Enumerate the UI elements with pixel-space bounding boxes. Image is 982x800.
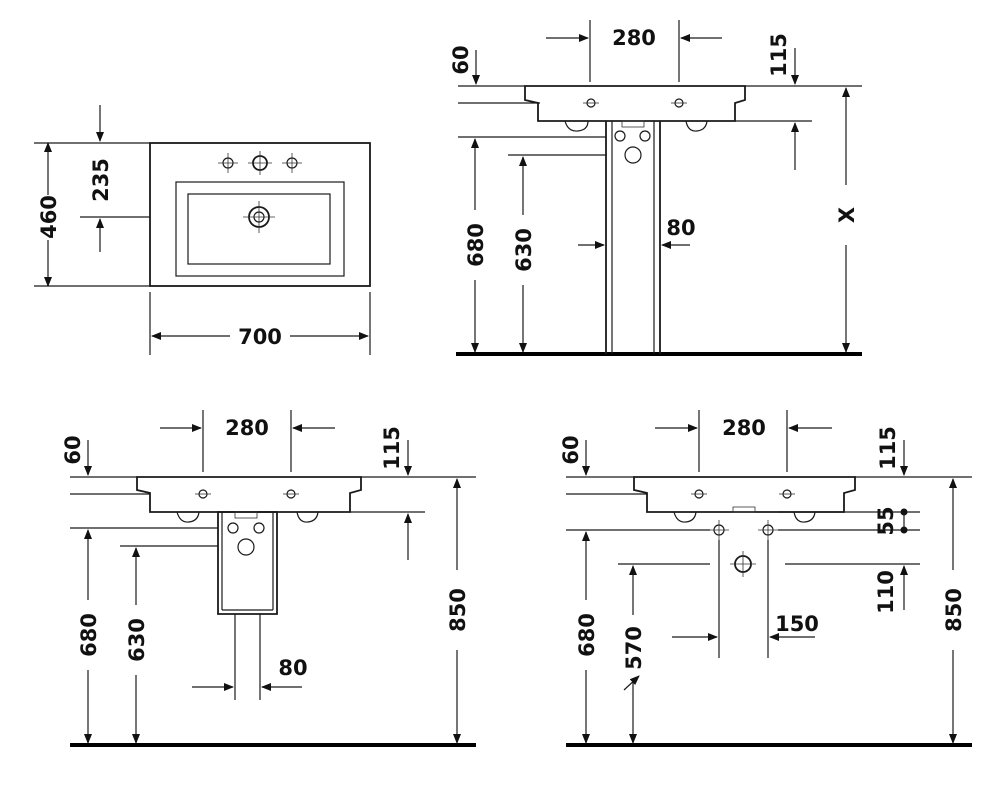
- br-spacing-150-label: 150: [775, 612, 819, 636]
- bowl-inner: [187, 193, 331, 265]
- bl-tap-depth-label: 115: [380, 426, 404, 470]
- br-height-680-label: 680: [575, 613, 599, 657]
- tap-hole-right: [282, 153, 302, 173]
- tap-mark-left: [691, 489, 707, 499]
- br-tap-spacing-label: 280: [722, 416, 766, 440]
- br-rim-height-label: 60: [559, 435, 583, 464]
- bl-height-630-label: 630: [125, 618, 149, 662]
- connection-holes: [227, 511, 265, 556]
- bl-tap-spacing-label: 280: [225, 416, 269, 440]
- waste-connection: [730, 551, 756, 577]
- br-tap-depth-label: 115: [876, 426, 900, 470]
- elevation-with-trap-cover: 280 60 115 680 630 80 850: [61, 410, 476, 747]
- tap-mark-left: [583, 98, 599, 108]
- tr-tap-depth-label: 115: [767, 33, 791, 77]
- bl-trap-width-label: 80: [278, 656, 307, 680]
- trap-cover: [217, 511, 278, 615]
- basin-outline: [149, 142, 371, 287]
- tap-mark-right: [779, 489, 795, 499]
- supply-connection-left: [709, 520, 729, 540]
- plan-view: 460 235 700: [34, 105, 371, 355]
- plan-width-label: 700: [238, 325, 282, 349]
- tap-mark-right: [283, 489, 299, 499]
- bl-height-680-label: 680: [77, 613, 101, 657]
- bl-total-height-label: 850: [446, 588, 470, 632]
- bl-rim-height-label: 60: [61, 435, 85, 464]
- drain-hole: [243, 201, 275, 233]
- tr-variable-height-label: X: [835, 207, 859, 223]
- tr-rim-height-label: 60: [449, 45, 473, 74]
- tr-height-680-label: 680: [464, 223, 488, 267]
- tr-tap-spacing-label: 280: [612, 26, 656, 50]
- plan-tap-offset-label: 235: [89, 158, 113, 202]
- plan-depth-label: 460: [37, 195, 61, 239]
- connection-holes: [614, 120, 651, 164]
- br-offset-55-label: 55: [874, 506, 898, 535]
- tap-hole-center: [248, 151, 272, 175]
- br-offset-110-label: 110: [874, 570, 898, 614]
- br-total-height-label: 850: [942, 588, 966, 632]
- elevation-with-legs: 280 60 115 680 630 80 X: [449, 20, 862, 356]
- basin-profile: [524, 85, 746, 122]
- tap-mark-right: [671, 98, 687, 108]
- tap-hole-left: [218, 153, 238, 173]
- elevation-connections: 280 60 115 55 110 150 680 570 850: [559, 410, 972, 747]
- bowl-outer: [175, 181, 345, 277]
- tap-mark-left: [195, 489, 211, 499]
- tr-height-630-label: 630: [512, 228, 536, 272]
- supply-connection-right: [758, 520, 778, 540]
- basin-profile: [136, 476, 362, 513]
- tr-leg-width-label: 80: [666, 216, 695, 240]
- br-height-570-label: 570: [622, 626, 646, 670]
